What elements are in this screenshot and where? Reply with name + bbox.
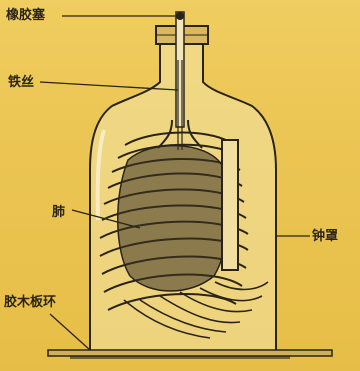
label-lung: 肺 bbox=[52, 206, 65, 219]
label-rubber-ring: 胶木板环 bbox=[4, 296, 56, 309]
label-bell-jar: 钟罩 bbox=[312, 230, 338, 243]
base-shadow bbox=[70, 356, 290, 359]
base-plate bbox=[48, 350, 332, 356]
sternum bbox=[222, 140, 238, 270]
glass-tube bbox=[176, 12, 184, 127]
lung-mass bbox=[118, 146, 228, 291]
label-wire: 铁丝 bbox=[8, 76, 34, 89]
label-stopper: 橡胶塞 bbox=[6, 9, 45, 22]
